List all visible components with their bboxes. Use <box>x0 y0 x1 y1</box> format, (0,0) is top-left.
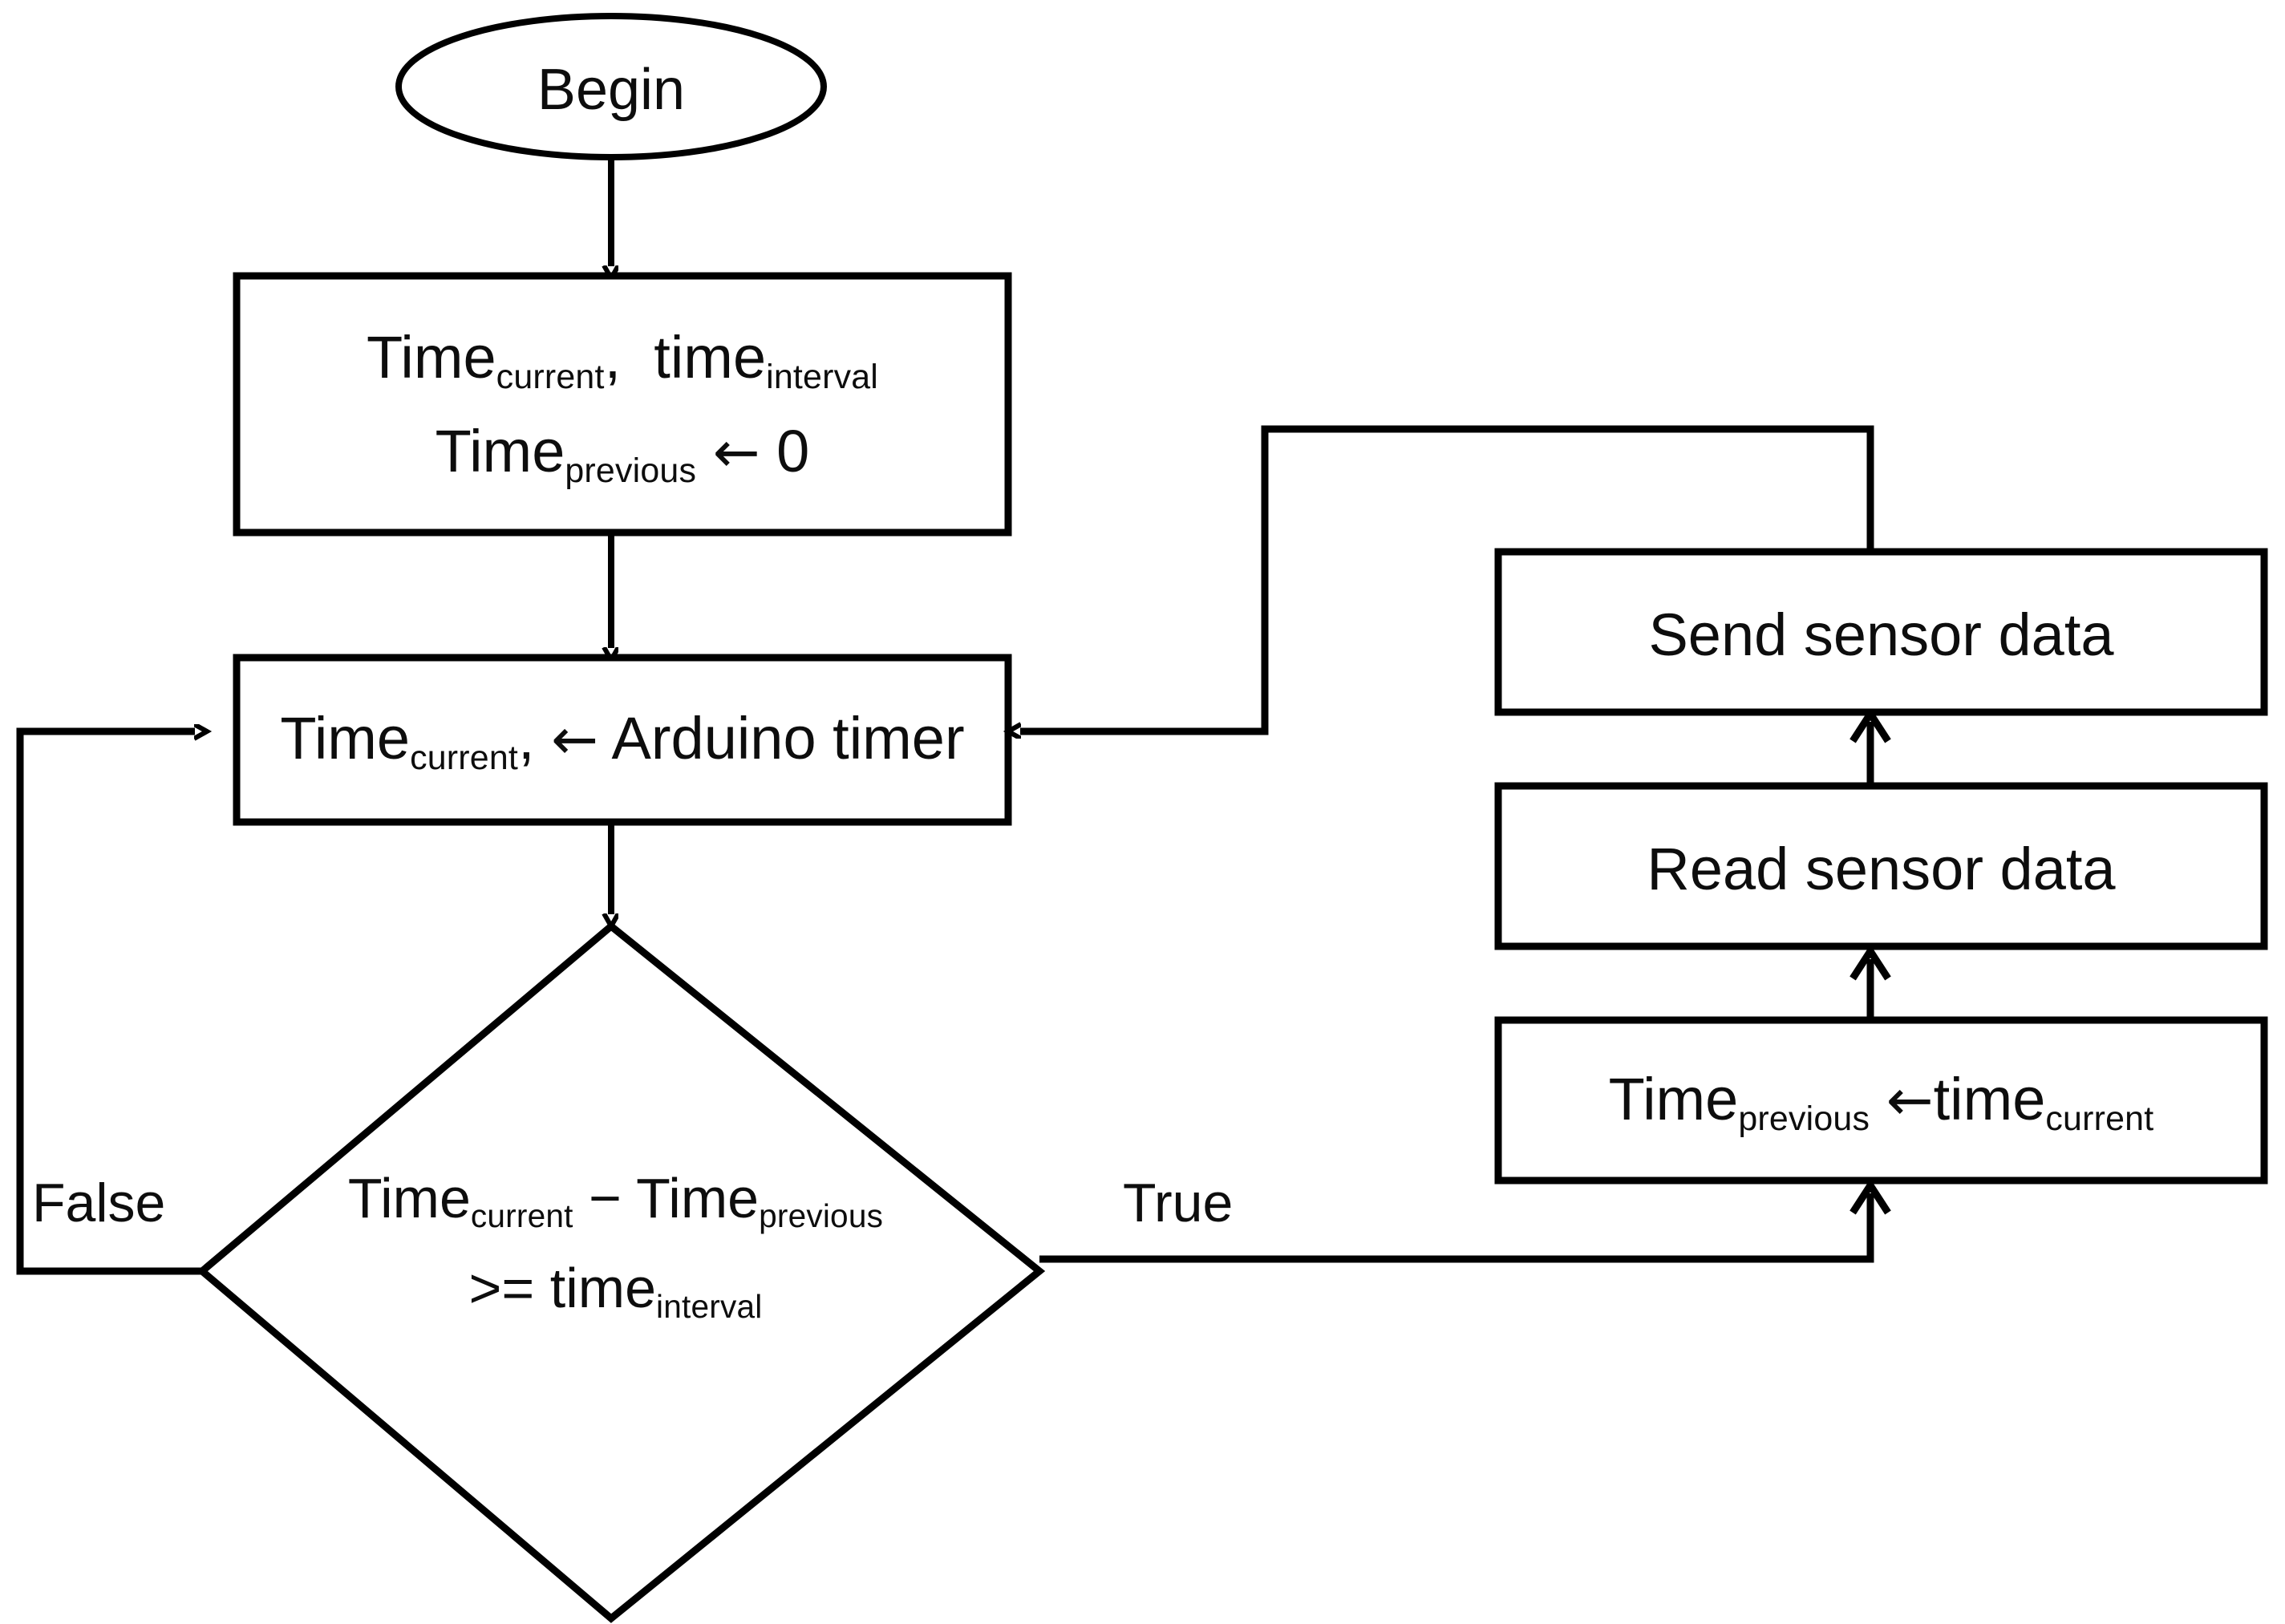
decision-line-2: >= timeinterval <box>241 1257 991 1325</box>
init-process-shape <box>233 272 1012 537</box>
decision-diamond-shape <box>196 921 1046 1623</box>
decision-label: Timecurrent − Timeprevious >= timeinterv… <box>241 1167 991 1325</box>
edge-label-true: True <box>1123 1172 1234 1233</box>
decision-minus-operator: − <box>589 1167 622 1229</box>
begin-label: Begin <box>537 58 686 122</box>
edge-true-to-update <box>1039 1193 1874 1263</box>
readtimer-var-time-current: Timecurrent <box>280 705 519 777</box>
init-process-label: Timecurrent, timeinterval Timeprevious ←… <box>241 324 1004 490</box>
decision-gte-operator: >= <box>468 1257 535 1320</box>
read-sensor-process-label: Read sensor data <box>1647 836 2116 902</box>
send-sensor-process-label: Send sensor data <box>1648 601 2114 668</box>
init-var-time-previous: Timeprevious <box>435 417 697 490</box>
readtimer-comma: , <box>518 705 535 772</box>
readtimer-process-shape <box>233 654 1012 826</box>
update-previous-process-label: Timeprevious ←timecurrent <box>1502 1066 2260 1138</box>
decision-var-time-interval: timeinterval <box>549 1257 763 1325</box>
arrowhead-update-to-readsensor <box>1849 944 1891 981</box>
init-line-2: Timeprevious ← 0 <box>241 417 1004 490</box>
edge-sendsensor-feedback-to-readtimer <box>1020 425 1874 731</box>
edge-false-loop <box>16 731 202 1275</box>
init-comma: , <box>604 324 622 391</box>
read-sensor-process-shape <box>1494 782 2268 950</box>
init-line-1: Timecurrent, timeinterval <box>241 324 1004 396</box>
readtimer-source-label: Arduino timer <box>611 705 965 772</box>
update-var-time-current: timecurrent <box>1933 1066 2154 1138</box>
assign-arrow-icon: ← <box>712 419 760 485</box>
send-sensor-process-shape <box>1494 548 2268 716</box>
init-value-zero: 0 <box>776 417 810 484</box>
assign-arrow-icon: ← <box>1886 1067 1934 1133</box>
decision-var-time-previous: Timeprevious <box>636 1167 884 1235</box>
init-var-time-interval: timeinterval <box>654 324 879 396</box>
update-previous-process-shape <box>1494 1016 2268 1185</box>
update-var-time-previous: Timeprevious <box>1608 1066 1870 1138</box>
init-var-time-current: Timecurrent <box>366 324 605 396</box>
arrowhead-true-to-update <box>1849 1178 1891 1215</box>
readtimer-process-label: Timecurrent, ← Arduino timer <box>241 705 1004 777</box>
assign-arrow-icon: ← <box>551 707 599 772</box>
decision-var-time-current: Timecurrent <box>347 1167 573 1235</box>
decision-line-1: Timecurrent − Timeprevious <box>241 1167 991 1235</box>
edge-label-false: False <box>32 1172 166 1233</box>
